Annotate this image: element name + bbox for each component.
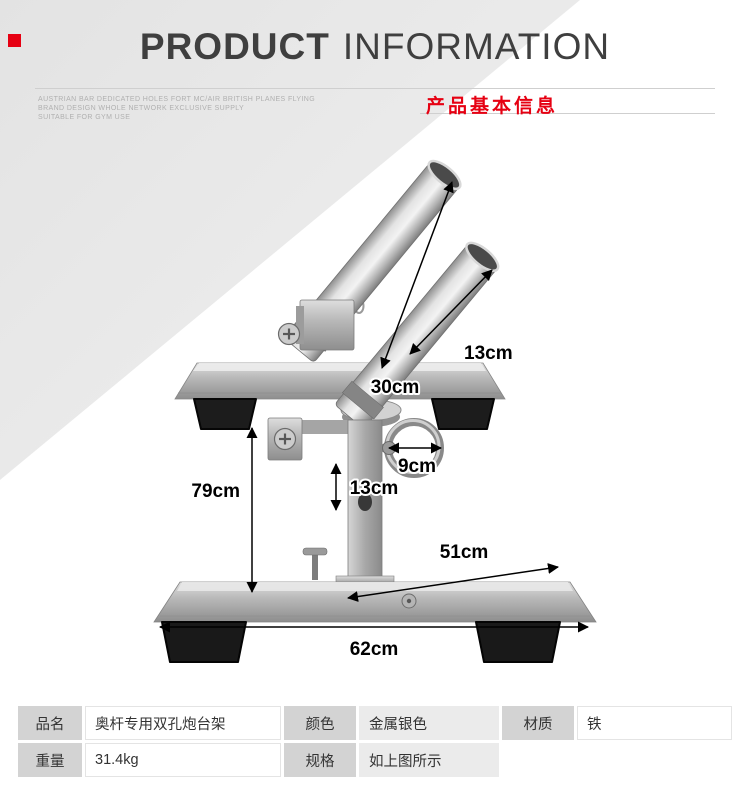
t-screw <box>302 547 328 580</box>
dim-label-rear-tube: 30cm <box>371 377 420 398</box>
column-hole <box>358 493 372 511</box>
tagline-line-1: AUSTRIAN BAR DEDICATED HOLES FORT MC/AIR… <box>38 96 316 103</box>
tagline-line-2: BRAND DESIGN WHOLE NETWORK EXCLUSIVE SUP… <box>38 105 245 112</box>
header-rule-bottom <box>420 113 715 114</box>
page-title-word2: INFORMATION <box>342 26 611 67</box>
header-rule-top <box>35 88 715 89</box>
spec-value-color: 金属银色 <box>359 706 499 740</box>
spec-label-material: 材质 <box>502 706 574 740</box>
pivot-clamp <box>277 299 355 351</box>
dim-label-base-depth: 51cm <box>440 542 489 563</box>
spec-value-size: 如上图所示 <box>359 743 499 777</box>
spec-label-size: 规格 <box>284 743 356 777</box>
product-photo: 13cm 30cm 9cm 13cm 79cm 51cm 62cm <box>153 159 597 663</box>
upper-cross-rail <box>174 362 506 430</box>
spec-label-weight: 重量 <box>18 743 82 777</box>
spec-value-weight: 31.4kg <box>85 743 281 777</box>
side-bracket <box>267 417 350 461</box>
section-title: 产品基本信息 <box>426 96 559 117</box>
page-title: PRODUCT INFORMATION <box>0 26 750 68</box>
spec-label-color: 颜色 <box>284 706 356 740</box>
spec-cell-empty-1 <box>502 743 574 777</box>
page-title-word1: PRODUCT <box>139 26 330 67</box>
spec-cell-empty-2 <box>577 743 732 777</box>
dim-label-ring: 9cm <box>398 456 436 477</box>
rubber-foot-right <box>475 621 561 663</box>
spec-table: 品名 奥杆专用双孔炮台架 颜色 金属银色 材质 铁 重量 31.4kg 规格 如… <box>18 706 732 777</box>
dim-label-front-tube: 13cm <box>464 343 513 364</box>
dim-label-base-width: 62cm <box>350 639 399 660</box>
spec-label-product-name: 品名 <box>18 706 82 740</box>
rubber-pad-left <box>193 398 257 430</box>
dim-label-stand-height: 79cm <box>191 481 240 502</box>
accent-square <box>8 34 21 47</box>
spec-value-product-name: 奥杆专用双孔炮台架 <box>85 706 281 740</box>
rubber-pad-right <box>431 398 495 430</box>
dimension-annotations: 13cm 30cm 9cm 13cm 79cm 51cm 62cm <box>159 181 589 662</box>
spec-value-material: 铁 <box>577 706 732 740</box>
tagline: AUSTRIAN BAR DEDICATED HOLES FORT MC/AIR… <box>38 95 315 122</box>
dim-label-hole-spacing: 13cm <box>350 478 399 499</box>
rubber-foot-left <box>161 621 247 663</box>
tagline-line-3: SUITABLE FOR GYM USE <box>38 114 131 121</box>
